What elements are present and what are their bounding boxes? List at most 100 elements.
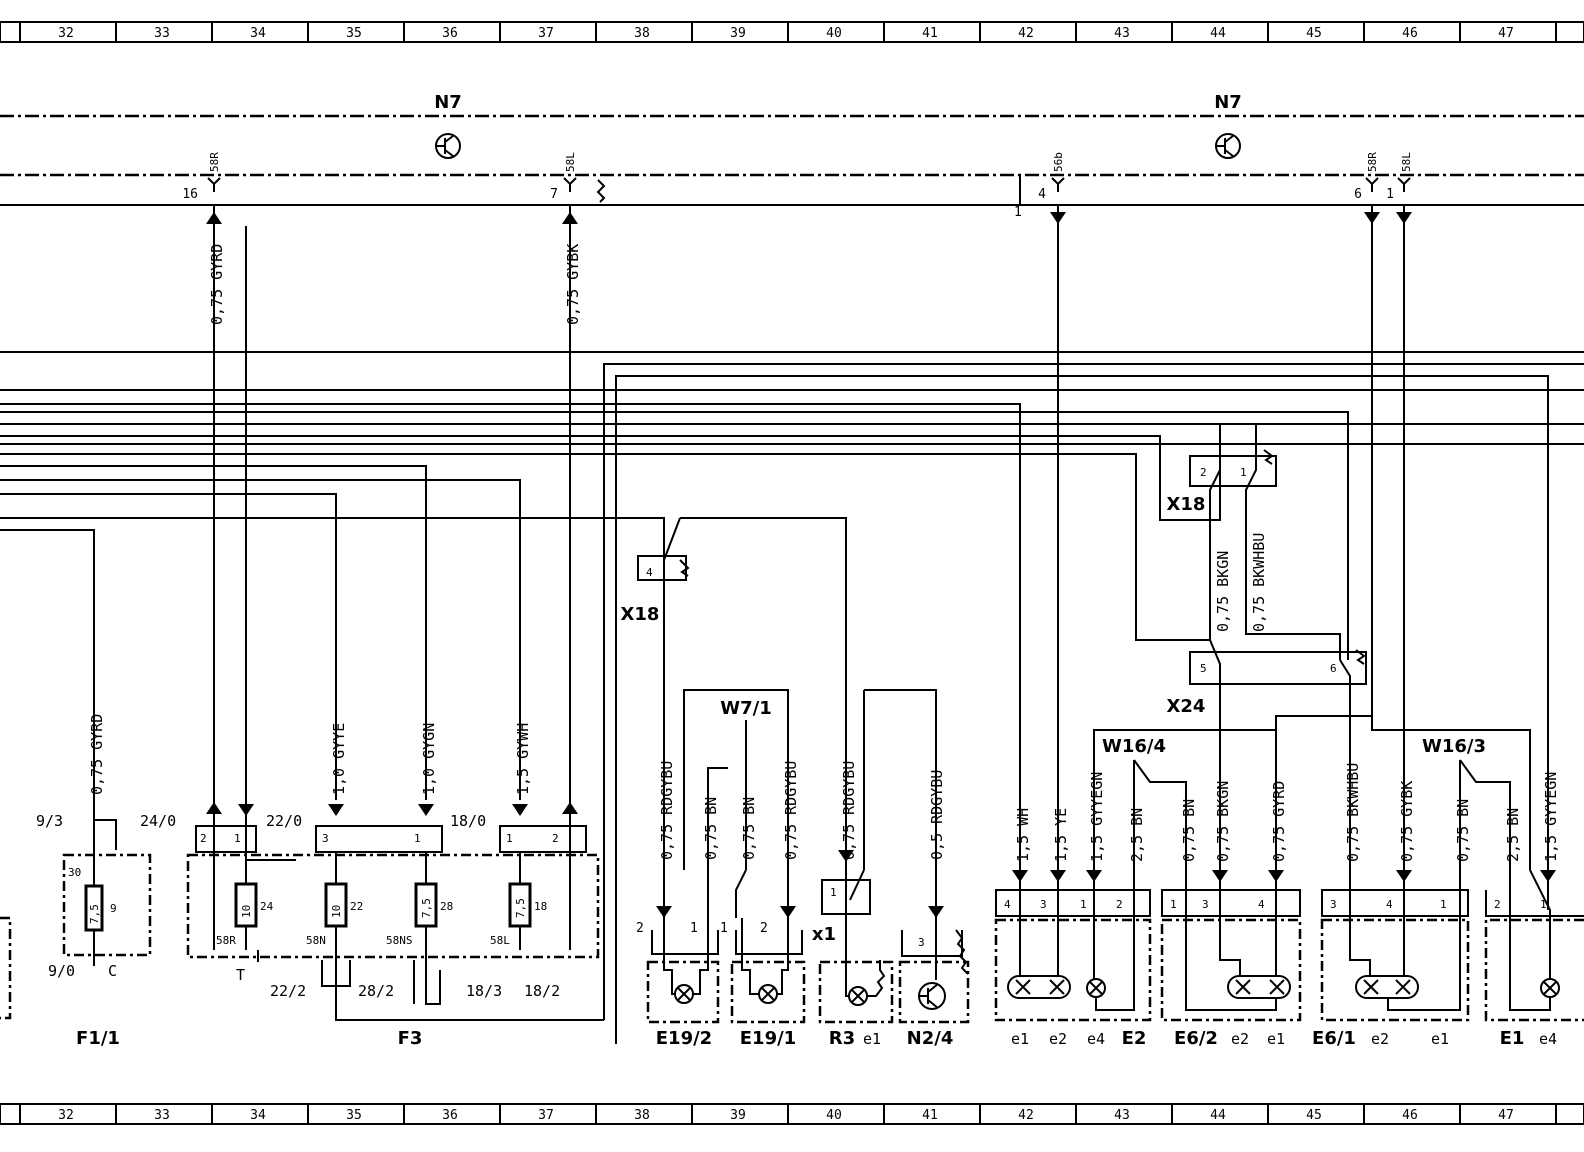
ruler-top-44: 44 [1210, 26, 1226, 41]
e192-pin-2: 2 [636, 921, 644, 936]
f1-rating: 7,5 [88, 904, 101, 924]
e6-2-label: E6/2 [1174, 1028, 1218, 1049]
e2-pin-3: 3 [1040, 898, 1047, 911]
wire-e2-bn: 2,5 BN [1128, 808, 1146, 862]
f3-pin-1b: 1 [414, 832, 421, 845]
n7-left-label: N7 [434, 92, 462, 113]
wire-e61-bn: 0,75 BN [1454, 799, 1472, 862]
n7-pin-1b-signal: 58L [1400, 152, 1413, 172]
n7-pin-16-signal: 58R [208, 152, 221, 172]
x24-pin-5: 5 [1200, 662, 1207, 675]
e1-pin-1: 1 [1540, 898, 1547, 911]
bus-lines [0, 351, 1584, 1044]
fuse22-num: 22 [350, 900, 363, 913]
lamp-e6-2: 1 3 4 E6/2 e2 e1 [1160, 889, 1302, 1049]
transistor-icon [918, 982, 946, 1010]
wire-e62-bkgn: 0,75 BKGN [1214, 781, 1232, 862]
e2-pin-1: 1 [1080, 898, 1087, 911]
e19-1-label: E19/1 [740, 1028, 796, 1049]
ruler-top-45: 45 [1306, 26, 1322, 41]
e2-bulb-e1: e1 [1011, 1030, 1029, 1048]
wire-f1-gyrd: 0,75 GYRD [88, 714, 106, 795]
n24-pin-3: 3 [918, 936, 925, 949]
f3-220: 22/0 [266, 812, 302, 830]
ruler-top-34: 34 [250, 26, 266, 41]
fuse28-num: 28 [440, 900, 453, 913]
n7-pin-6: 6 [1354, 187, 1362, 202]
x18-right-pin-2: 2 [1200, 466, 1207, 479]
ruler-bottom-32: 32 [58, 1108, 74, 1123]
x18-left-label: X18 [621, 604, 660, 625]
n7-pin-6-signal: 58R [1366, 152, 1379, 172]
wire-e19-bn1: 0,75 BN [702, 797, 720, 860]
n7-module: N7 N7 16 58R 7 58L 1 4 56b 6 58R 1 58L [0, 92, 1584, 220]
ruler-bottom-44: 44 [1210, 1108, 1226, 1123]
wire-e1-bn: 2,5 BN [1504, 808, 1522, 862]
x1-label: x1 [812, 924, 836, 945]
n7-pin-4-signal: 56b [1052, 152, 1065, 172]
fuse-f3: F3 24/0 22/0 18/0 22/2 28/2 18/3 18/2 T … [140, 226, 604, 1049]
e61-bulb-e1: e1 [1431, 1030, 1449, 1048]
e2-pin-4: 4 [1004, 898, 1011, 911]
e1-pin-2: 2 [1494, 898, 1501, 911]
ruler-bottom-33: 33 [154, 1108, 170, 1123]
n7-right-label: N7 [1214, 92, 1242, 113]
wire-e19-rdgybu2: 0,75 RDGYBU [782, 761, 800, 860]
n7-pin-1b: 1 [1386, 187, 1394, 202]
ruler-top-47: 47 [1498, 26, 1514, 41]
r3-label: R3 [829, 1028, 855, 1049]
f3-182: 18/2 [524, 982, 560, 1000]
ruler-top-42: 42 [1018, 26, 1034, 41]
ruler-top-33: 33 [154, 26, 170, 41]
f1-num: 9 [110, 902, 117, 915]
n7-drops: 0,75 GYRD 0,75 GYBK [206, 205, 1412, 870]
lamp-e6-1: 3 4 1 E6/1 e2 e1 [1312, 889, 1470, 1049]
r3-pin-1: 1 [830, 886, 837, 899]
wire-e61-gybk: 0,75 GYBK [1398, 781, 1416, 862]
w16-4-label: W16/4 [1102, 736, 1166, 757]
e192-pin-1: 1 [690, 921, 698, 936]
n7-pin-7: 7 [550, 187, 558, 202]
wire-e19-rdgybu1: 0,75 RDGYBU [658, 761, 676, 860]
f1-label: F1/1 [76, 1028, 120, 1049]
lamp-e1: 2 1 E1 e4 [1484, 869, 1584, 1049]
fuse28-sig: 58NS [386, 934, 413, 947]
e191-pin-2: 2 [760, 921, 768, 936]
e62-bulb-e2: e2 [1231, 1030, 1249, 1048]
f3-pin-1: 1 [234, 832, 241, 845]
e61-pin-3: 3 [1330, 898, 1337, 911]
x18-right-pin-1: 1 [1240, 466, 1247, 479]
e191-pin-1: 1 [720, 921, 728, 936]
fuse28-rating: 7,5 [420, 898, 433, 918]
wire-e62-bn: 0,75 BN [1180, 799, 1198, 862]
x18-left-pin-4: 4 [646, 566, 653, 579]
ruler-bottom-40: 40 [826, 1108, 842, 1123]
w16-3-label: W16/3 [1422, 736, 1486, 757]
f3-pin-2b: 2 [552, 832, 559, 845]
fuse-f1-1: F1/1 9/3 9/0 C 30 7,5 9 0,75 GYRD [36, 714, 152, 1049]
e19-2-label: E19/2 [656, 1028, 712, 1049]
ruler-top-32: 32 [58, 26, 74, 41]
wire-e61-bkwhbu: 0,75 BKWHBU [1344, 763, 1362, 862]
top-ruler: 32 33 34 35 36 37 38 39 40 41 42 43 44 4… [0, 21, 1584, 43]
wire-e19-bn2: 0,75 BN [740, 797, 758, 860]
component-r3: x1 1 R3 e1 [812, 869, 894, 1049]
ruler-bottom-35: 35 [346, 1108, 362, 1123]
x18-right-label: X18 [1167, 494, 1206, 515]
e6-1-label: E6/1 [1312, 1028, 1356, 1049]
ruler-top-39: 39 [730, 26, 746, 41]
wire-gyrd-top: 0,75 GYRD [208, 244, 226, 325]
ruler-top-35: 35 [346, 26, 362, 41]
n7-pin-4: 4 [1038, 187, 1046, 202]
ruler-top-40: 40 [826, 26, 842, 41]
f1-c: C [108, 962, 117, 980]
lamp-e19-1: 1 2 E19/1 [720, 918, 806, 1049]
f1-out: 9/0 [48, 962, 75, 980]
ruler-bottom-45: 45 [1306, 1108, 1322, 1123]
lamp-e19-2: 2 1 E19/2 [636, 918, 720, 1049]
e62-pin-4: 4 [1258, 898, 1265, 911]
fuse22-sig: 58N [306, 934, 326, 947]
ruler-top-41: 41 [922, 26, 938, 41]
fuse24-rating: 10 [240, 905, 253, 918]
fuse22-rating: 10 [330, 905, 343, 918]
